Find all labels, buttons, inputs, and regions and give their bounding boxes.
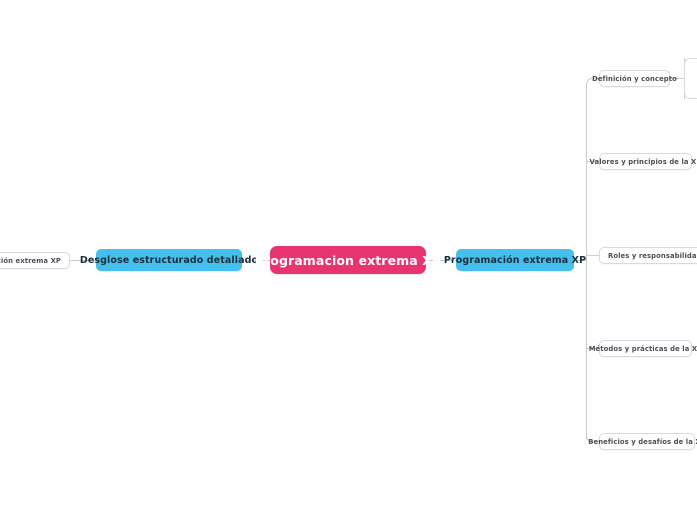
- connector-right-inner: [426, 260, 456, 261]
- connector-stub-branch-2: [586, 161, 599, 162]
- node-definicion-y-concepto-label: Definición y concepto: [592, 74, 677, 83]
- node-left-leaf[interactable]: gramación extrema XP: [0, 252, 70, 269]
- node-roles-y-responsabilidades-label: Roles y responsabilidades en la: [608, 251, 697, 260]
- node-left-leaf-label: gramación extrema XP: [0, 256, 61, 265]
- connector-left-inner: [242, 260, 270, 261]
- node-edge-placeholder[interactable]: [684, 58, 697, 99]
- node-valores-y-principios-label: Valores y principios de la XP: [589, 157, 697, 166]
- node-programacion-extrema-right[interactable]: Programación extrema XP: [444, 249, 586, 271]
- node-root-label: Programacion extrema XP: [254, 252, 442, 268]
- node-valores-y-principios[interactable]: Valores y principios de la XP: [590, 153, 697, 170]
- connector-elbow-branch-1: [586, 78, 594, 85]
- connector-right-trunk-stub: [574, 260, 586, 261]
- node-programacion-extrema-right-label: Programación extrema XP: [443, 254, 587, 266]
- connector-stub-branch-3: [586, 255, 599, 256]
- connector-branch-1-to-edge: [670, 78, 684, 79]
- connector-elbow-branch-5: [586, 435, 594, 442]
- node-desglose-estructurado[interactable]: Desglose estructurado detallado: [80, 249, 258, 271]
- connector-left-outer: [70, 260, 96, 261]
- node-roles-y-responsabilidades[interactable]: Roles y responsabilidades en la: [599, 247, 697, 264]
- connector-stub-branch-5: [592, 441, 599, 442]
- node-root[interactable]: Programacion extrema XP: [255, 246, 441, 274]
- node-metodos-y-practicas-label: Métodos y prácticas de la XP: [588, 344, 697, 353]
- connector-trunk-vertical: [586, 83, 587, 439]
- connector-stub-branch-4: [586, 348, 599, 349]
- node-metodos-y-practicas[interactable]: Métodos y prácticas de la XP: [589, 340, 697, 357]
- node-beneficios-y-desafios-label: Beneficios y desafíos de la XP: [588, 437, 697, 446]
- node-definicion-y-concepto[interactable]: Definición y concepto: [592, 70, 677, 87]
- node-beneficios-y-desafios[interactable]: Beneficios y desafíos de la XP: [588, 433, 697, 450]
- connector-stub-branch-1: [592, 78, 599, 79]
- node-desglose-estructurado-label: Desglose estructurado detallado: [79, 254, 259, 266]
